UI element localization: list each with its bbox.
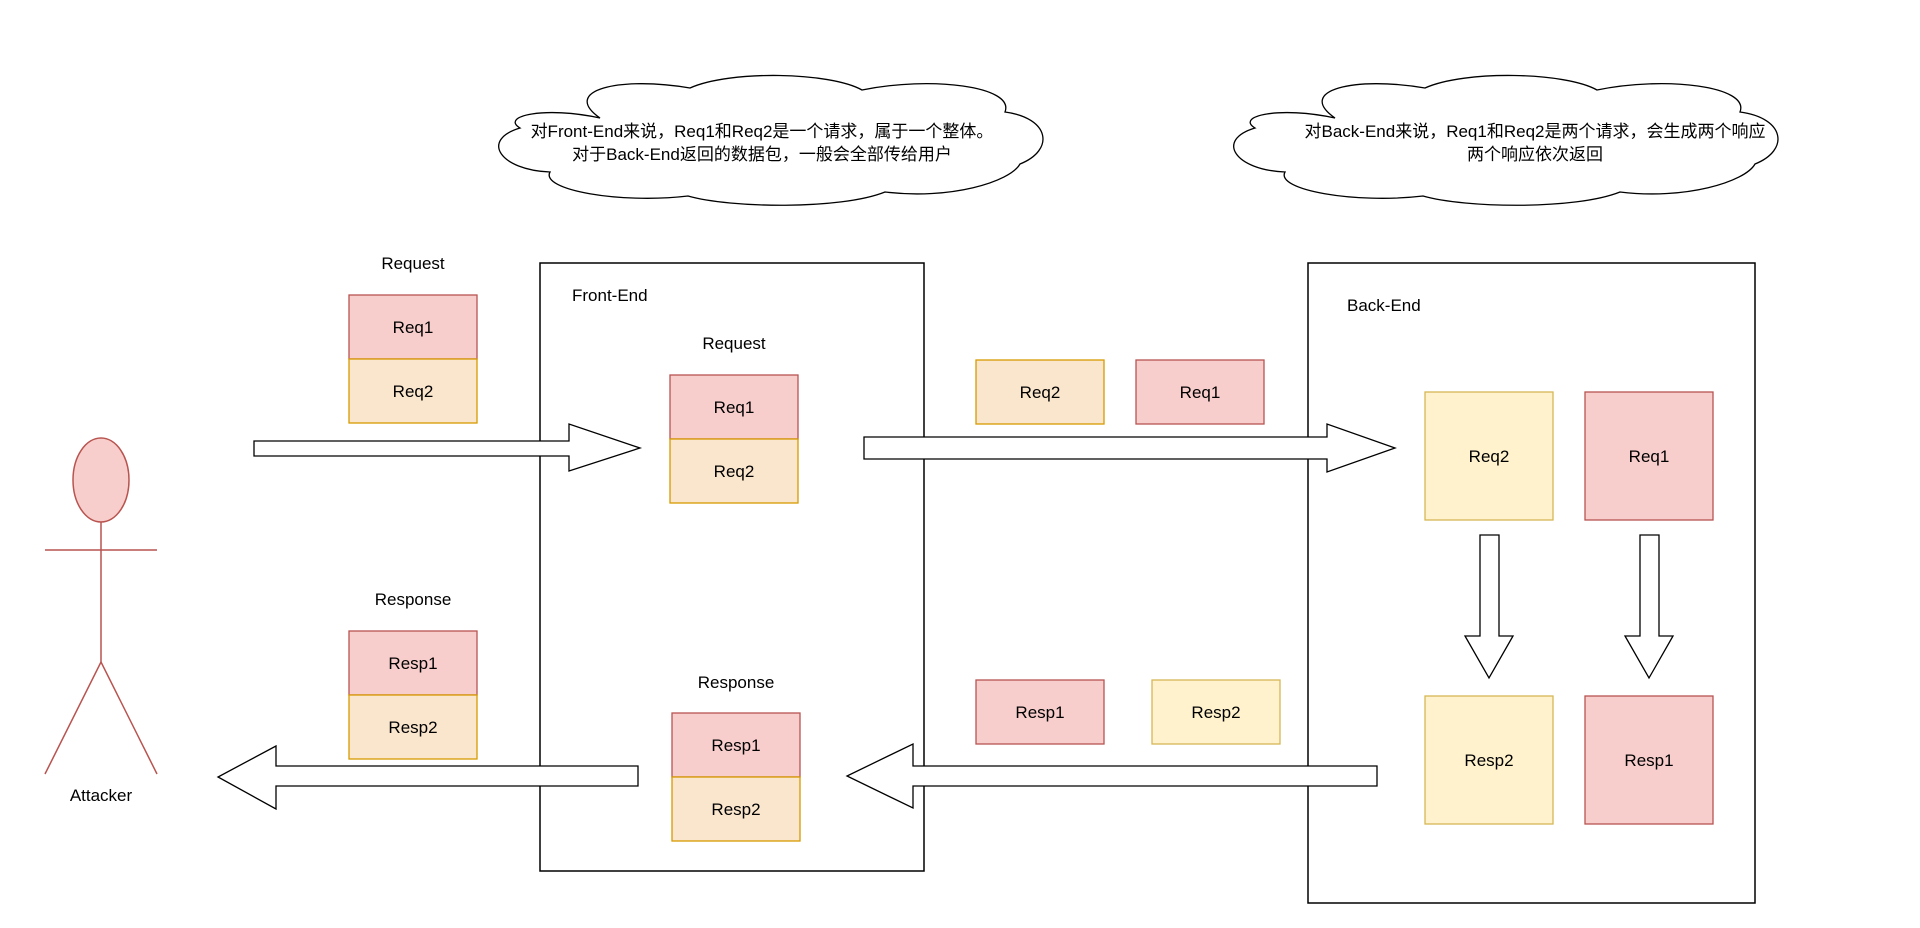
backend-label: Back-End (1347, 296, 1421, 315)
be-req2-label: Req2 (1469, 447, 1510, 466)
attacker-left-leg (44, 661, 102, 775)
fe-req1-label: Req1 (714, 398, 755, 417)
frontend-label: Front-End (572, 286, 648, 305)
cloud-backend-line-1: 对Back-End来说，Req1和Req2是两个请求，会生成两个响应 (1305, 122, 1766, 141)
client-req2-box (348, 358, 478, 424)
backend-box (1307, 262, 1756, 904)
be-resp1-label: Resp1 (1624, 751, 1673, 770)
arrow-attacker-to-frontend (253, 423, 643, 472)
cloud-backend-line-2: 两个响应依次返回 (1467, 145, 1603, 164)
be-resp2-box (1424, 695, 1554, 825)
arrow-req2-to-resp2 (1463, 534, 1515, 680)
client-response-stack: Resp1 Resp2 (348, 630, 478, 760)
cloud-backend-note: 对Back-End来说，Req1和Req2是两个请求，会生成两个响应 两个响应依… (1233, 74, 1779, 206)
mid-req2-box (975, 359, 1105, 425)
attacker-actor (44, 437, 158, 775)
fe-resp1-box (671, 712, 801, 778)
client-request-stack: Req1 Req2 (348, 294, 478, 424)
fe-resp1-label: Resp1 (711, 736, 760, 755)
be-req1-box (1584, 391, 1714, 521)
client-resp2-box (348, 694, 478, 760)
arrow-frontend-to-backend (863, 423, 1397, 473)
cloud-shape (1233, 74, 1779, 206)
fe-req2-label: Req2 (714, 462, 755, 481)
mid-req1-label: Req1 (1180, 383, 1221, 402)
be-resp1-box (1584, 695, 1714, 825)
client-req1-box (348, 294, 478, 360)
fe-req2-box (669, 438, 799, 504)
arrow-backend-to-frontend (845, 742, 1378, 810)
client-resp1-label: Resp1 (388, 654, 437, 673)
client-response-label: Response (375, 590, 452, 609)
client-request-label: Request (381, 254, 445, 273)
mid-req2-label: Req2 (1020, 383, 1061, 402)
attacker-head (72, 437, 130, 523)
fe-resp2-label: Resp2 (711, 800, 760, 819)
cloud-frontend-note: 对Front-End来说，Req1和Req2是一个请求，属于一个整体。 对于Ba… (498, 74, 1044, 206)
arrow-frontend-to-attacker (216, 744, 639, 811)
be-req2-box (1424, 391, 1554, 521)
client-resp2-label: Resp2 (388, 718, 437, 737)
client-req1-label: Req1 (393, 318, 434, 337)
frontend-response-stack: Resp1 Resp2 (671, 712, 801, 842)
fe-resp2-box (671, 776, 801, 842)
mid-resp2-box (1151, 679, 1281, 745)
be-resp2-label: Resp2 (1464, 751, 1513, 770)
frontend-request-label: Request (702, 334, 766, 353)
cloud-shape (498, 74, 1044, 206)
mid-resp2-label: Resp2 (1191, 703, 1240, 722)
cloud-frontend-line-1: 对Front-End来说，Req1和Req2是一个请求，属于一个整体。 (531, 122, 994, 141)
arrow-req1-to-resp1 (1623, 534, 1675, 680)
mid-req1-box (1135, 359, 1265, 425)
mid-resp1-label: Resp1 (1015, 703, 1064, 722)
fe-req1-box (669, 374, 799, 440)
frontend-box (539, 262, 925, 872)
cloud-frontend-line-2: 对于Back-End返回的数据包，一般会全部传给用户 (572, 145, 952, 164)
attacker-right-leg (100, 661, 158, 775)
be-req1-label: Req1 (1629, 447, 1670, 466)
mid-resp1-box (975, 679, 1105, 745)
attacker-label: Attacker (70, 786, 133, 805)
frontend-request-stack: Req1 Req2 (669, 374, 799, 504)
frontend-response-label: Response (698, 673, 775, 692)
client-req2-label: Req2 (393, 382, 434, 401)
